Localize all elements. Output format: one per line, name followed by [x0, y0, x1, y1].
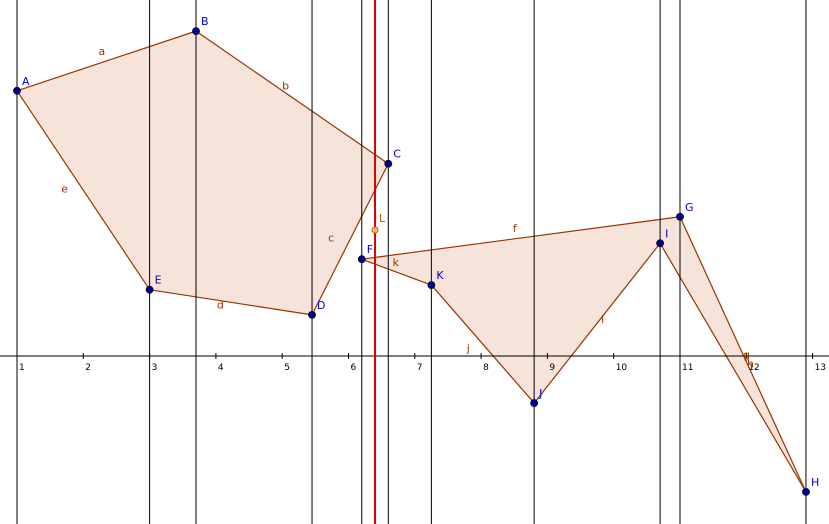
point-A[interactable] — [13, 86, 21, 95]
segment-label-g: g — [743, 348, 750, 361]
polygon-quadrilateral[interactable] — [361, 216, 680, 404]
x-tick-label: 3 — [152, 363, 158, 373]
segment-b[interactable] — [195, 30, 389, 165]
segment-label-h: h — [747, 358, 754, 371]
segment-f[interactable] — [361, 216, 681, 260]
point-label-F: F — [367, 243, 373, 256]
segment-j[interactable] — [430, 284, 535, 404]
polygon-pentagon[interactable] — [17, 31, 389, 315]
point-label-B: B — [201, 15, 209, 28]
segment-i[interactable] — [533, 242, 661, 404]
segment-k[interactable] — [361, 258, 432, 286]
point-label-E: E — [155, 274, 162, 287]
point-H[interactable] — [802, 488, 810, 496]
segment-label-k: k — [393, 256, 400, 269]
x-tick-label: 10 — [616, 363, 628, 373]
x-tick-label: 9 — [549, 363, 555, 373]
x-tick-label: 6 — [351, 363, 357, 373]
x-tick-label: 8 — [483, 363, 489, 373]
x-tick-label: 12 — [748, 363, 759, 373]
segment-d[interactable] — [149, 289, 313, 316]
x-tick-label: 13 — [815, 363, 826, 373]
points-layer: A B C D E F G H I J K L — [13, 15, 819, 496]
polygons-layer — [16, 30, 807, 493]
point-K[interactable] — [427, 281, 436, 289]
segment-label-f: f — [513, 222, 518, 235]
point-label-K: K — [436, 269, 444, 282]
segment-labels-layer: a b c d e f gh i j k — [61, 45, 754, 371]
segment-label-a: a — [99, 45, 106, 58]
x-tick-label: 11 — [682, 363, 693, 373]
segment-label-j: j — [466, 342, 470, 355]
point-label-C: C — [393, 148, 401, 161]
segment-label-e: e — [61, 182, 68, 195]
x-tick-label: 4 — [218, 363, 224, 373]
point-C[interactable] — [384, 159, 393, 168]
segment-label-b: b — [282, 79, 289, 92]
point-label-A: A — [22, 75, 30, 88]
point-F[interactable] — [357, 255, 366, 264]
segment-a[interactable] — [16, 30, 197, 92]
segment-g[interactable] — [679, 216, 807, 493]
segment-h[interactable] — [659, 242, 807, 493]
point-label-D: D — [317, 299, 325, 312]
point-label-G: G — [685, 201, 694, 214]
point-E[interactable] — [145, 285, 154, 294]
point-label-J: J — [538, 387, 542, 400]
point-label-L: L — [379, 212, 386, 225]
point-I[interactable] — [656, 239, 665, 248]
point-label-H: H — [811, 476, 819, 489]
segment-label-d: d — [217, 298, 224, 311]
segment-label-i: i — [601, 313, 604, 326]
x-tick-label: 7 — [417, 363, 423, 373]
point-J[interactable] — [530, 399, 539, 407]
segment-e[interactable] — [16, 90, 151, 291]
x-tick-label: 1 — [19, 363, 25, 373]
x-tick-label: 5 — [284, 363, 290, 373]
point-label-I: I — [665, 227, 668, 240]
polygon-triangle[interactable] — [660, 216, 806, 492]
point-D[interactable] — [308, 310, 316, 319]
x-tick-label: 2 — [85, 363, 91, 373]
point-L[interactable] — [371, 226, 379, 234]
point-G[interactable] — [676, 212, 684, 221]
segment-label-c: c — [328, 231, 334, 244]
point-B[interactable] — [192, 27, 200, 36]
